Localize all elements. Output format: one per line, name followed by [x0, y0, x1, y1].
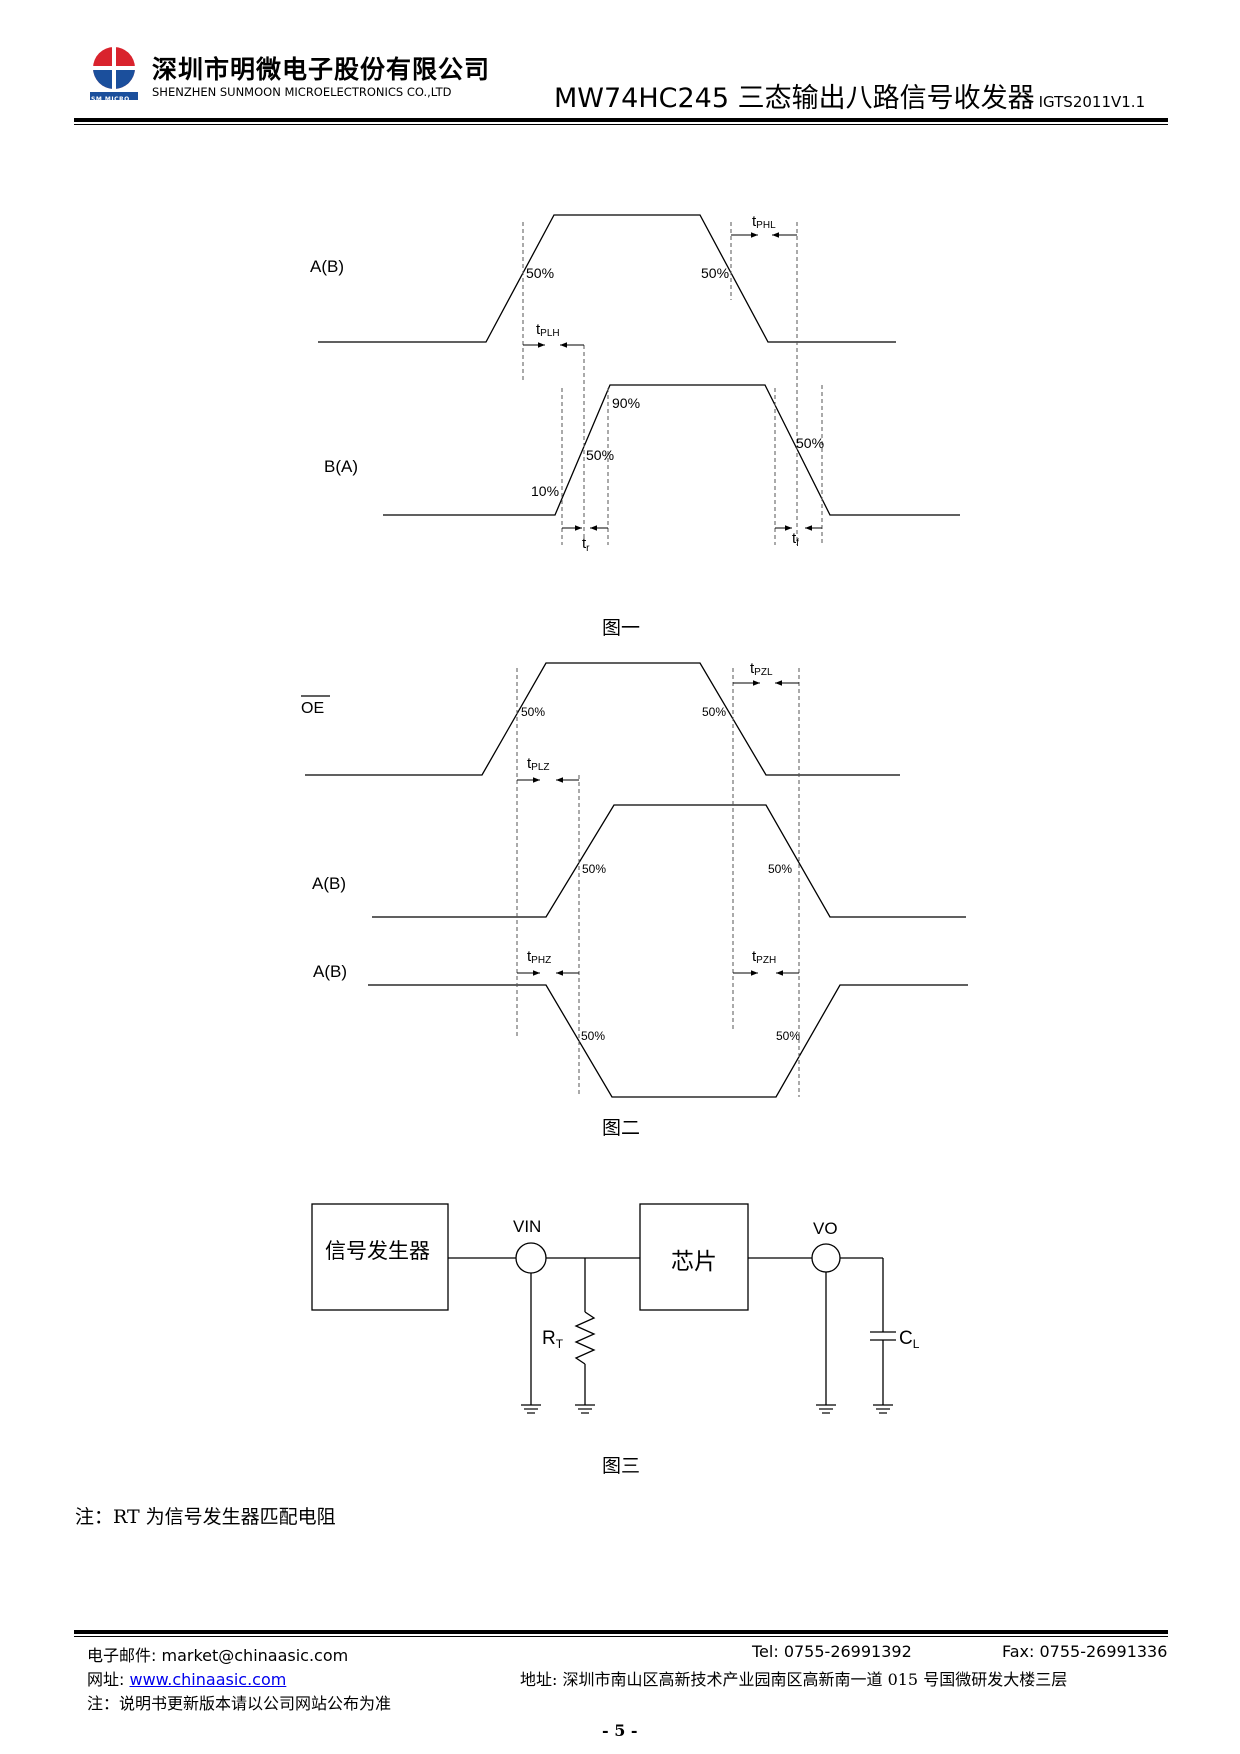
- pct-label: 50%: [702, 705, 726, 719]
- footer-fax: Fax: 0755-26991336: [1002, 1642, 1168, 1661]
- header-rule-thick: [74, 118, 1168, 122]
- footer-address: 地址: 深圳市南山区高新技术产业园南区高新南一道 015 号国微研发大楼三层: [520, 1670, 1068, 1689]
- waveform-output: [383, 384, 960, 516]
- rt-sub: T: [556, 1337, 564, 1351]
- footer-rule-thick: [74, 1630, 1168, 1634]
- cl-sub: L: [913, 1337, 920, 1351]
- figure1-timing-diagram: A(B) B(A) 50% 50% 90% 50% 50% 10% tPHL t…: [310, 213, 960, 554]
- tr-t: t: [582, 535, 587, 552]
- footer-disclaimer: 注：说明书更新版本请以公司网站公布为准: [87, 1694, 392, 1713]
- tpzh-label: tPZH: [752, 948, 776, 966]
- pct-label: 50%: [701, 265, 729, 281]
- figure2-timing-diagram: OE A(B) A(B) 50% 50% 50% 50% 50% 50% tPZ…: [301, 660, 968, 1098]
- generator-label: 信号发生器: [325, 1240, 430, 1263]
- waveform-oe: [305, 662, 900, 776]
- signal-label-b: A(B): [313, 962, 347, 981]
- company-logo: [90, 47, 138, 100]
- footer-email: 电子邮件: market@chinaasic.com: [87, 1646, 349, 1665]
- tplz-t: t: [527, 755, 532, 772]
- vin-test-point: [515, 1242, 547, 1274]
- website-link[interactable]: www.chinaasic.com: [129, 1670, 287, 1689]
- vo-test-point: [811, 1243, 841, 1273]
- document-version: IGTS2011V1.1: [1038, 93, 1146, 111]
- tpzh-sub: PZH: [756, 955, 776, 966]
- footer-website-label: 网址:: [87, 1670, 130, 1689]
- waveform-output-low: [372, 804, 966, 918]
- pct-label: 50%: [582, 862, 606, 876]
- rt-r: R: [542, 1328, 556, 1349]
- signal-label-a: A(B): [312, 874, 346, 893]
- tplh-t: t: [536, 321, 541, 338]
- figure1-caption: 图一: [602, 617, 641, 639]
- pct-label: 50%: [776, 1029, 800, 1043]
- tphl-t: t: [752, 213, 757, 230]
- page-number: - 5 -: [602, 1721, 638, 1740]
- tplh-label: tPLH: [536, 321, 560, 339]
- tpzl-t: t: [750, 660, 755, 677]
- cl-c: C: [899, 1328, 913, 1349]
- tf-t: t: [792, 530, 797, 547]
- pct-label: 90%: [612, 395, 640, 411]
- footer-website: 网址: www.chinaasic.com: [87, 1666, 286, 1690]
- tr-label: tr: [582, 535, 590, 554]
- pct-label: 50%: [526, 265, 554, 281]
- pct-label: 10%: [531, 483, 559, 499]
- tpzl-label: tPZL: [750, 660, 773, 678]
- signal-label-input: A(B): [310, 257, 344, 276]
- chip-label: 芯片: [671, 1248, 717, 1274]
- tphz-t: t: [527, 948, 532, 965]
- generator-block: [311, 1203, 449, 1311]
- signal-label-output: B(A): [324, 457, 358, 476]
- pct-label: 50%: [521, 705, 545, 719]
- tplz-label: tPLZ: [527, 755, 550, 773]
- resistor-note: 注：RT 为信号发生器匹配电阻: [75, 1506, 336, 1528]
- tphl-sub: PHL: [756, 220, 776, 231]
- company-name-en: SHENZHEN SUNMOON MICROELECTRONICS CO.,LT…: [152, 85, 452, 99]
- document-title-text: MW74HC245 三态输出八路信号收发器: [554, 83, 1035, 114]
- header-rule-thin: [74, 124, 1168, 125]
- tf-sub: f: [796, 538, 799, 549]
- tplh-sub: PLH: [540, 328, 559, 339]
- ground-symbols: [521, 1404, 893, 1414]
- vo-label: VO: [813, 1219, 838, 1238]
- chip-block: [639, 1203, 749, 1311]
- page-header: SM MICRO 深圳市明微电子股份有限公司 SHENZHEN SUNMOON …: [0, 0, 1240, 130]
- rt-label: RT: [542, 1328, 564, 1351]
- tr-sub: r: [586, 543, 590, 554]
- company-name-cn: 深圳市明微电子股份有限公司: [152, 55, 491, 84]
- tpzl-sub: PZL: [754, 667, 773, 678]
- waveform-output-high: [368, 984, 968, 1098]
- footer-rule-thin: [74, 1636, 1168, 1637]
- vin-label: VIN: [513, 1217, 541, 1236]
- tplz-sub: PLZ: [531, 762, 549, 773]
- cl-label: CL: [899, 1328, 920, 1351]
- pct-label: 50%: [581, 1029, 605, 1043]
- waveform-input: [318, 214, 896, 343]
- tphz-sub: PHZ: [531, 955, 551, 966]
- footer-tel: Tel: 0755-26991392: [752, 1642, 912, 1661]
- pct-label: 50%: [586, 447, 614, 463]
- signal-label-oe: OE: [301, 700, 324, 717]
- pct-label: 50%: [796, 435, 824, 451]
- tphl-label: tPHL: [752, 213, 776, 231]
- tf-label: tf: [792, 530, 799, 549]
- tpzh-t: t: [752, 948, 757, 965]
- figure3-test-circuit: 信号发生器 芯片 VIN VO RT CL: [311, 1203, 920, 1414]
- pct-label: 50%: [768, 862, 792, 876]
- tphz-label: tPHZ: [527, 948, 551, 966]
- resistor-rt: [574, 1311, 596, 1365]
- logo-text: SM MICRO: [91, 96, 130, 103]
- figure3-caption: 图三: [602, 1455, 641, 1477]
- figure2-caption: 图二: [602, 1117, 641, 1139]
